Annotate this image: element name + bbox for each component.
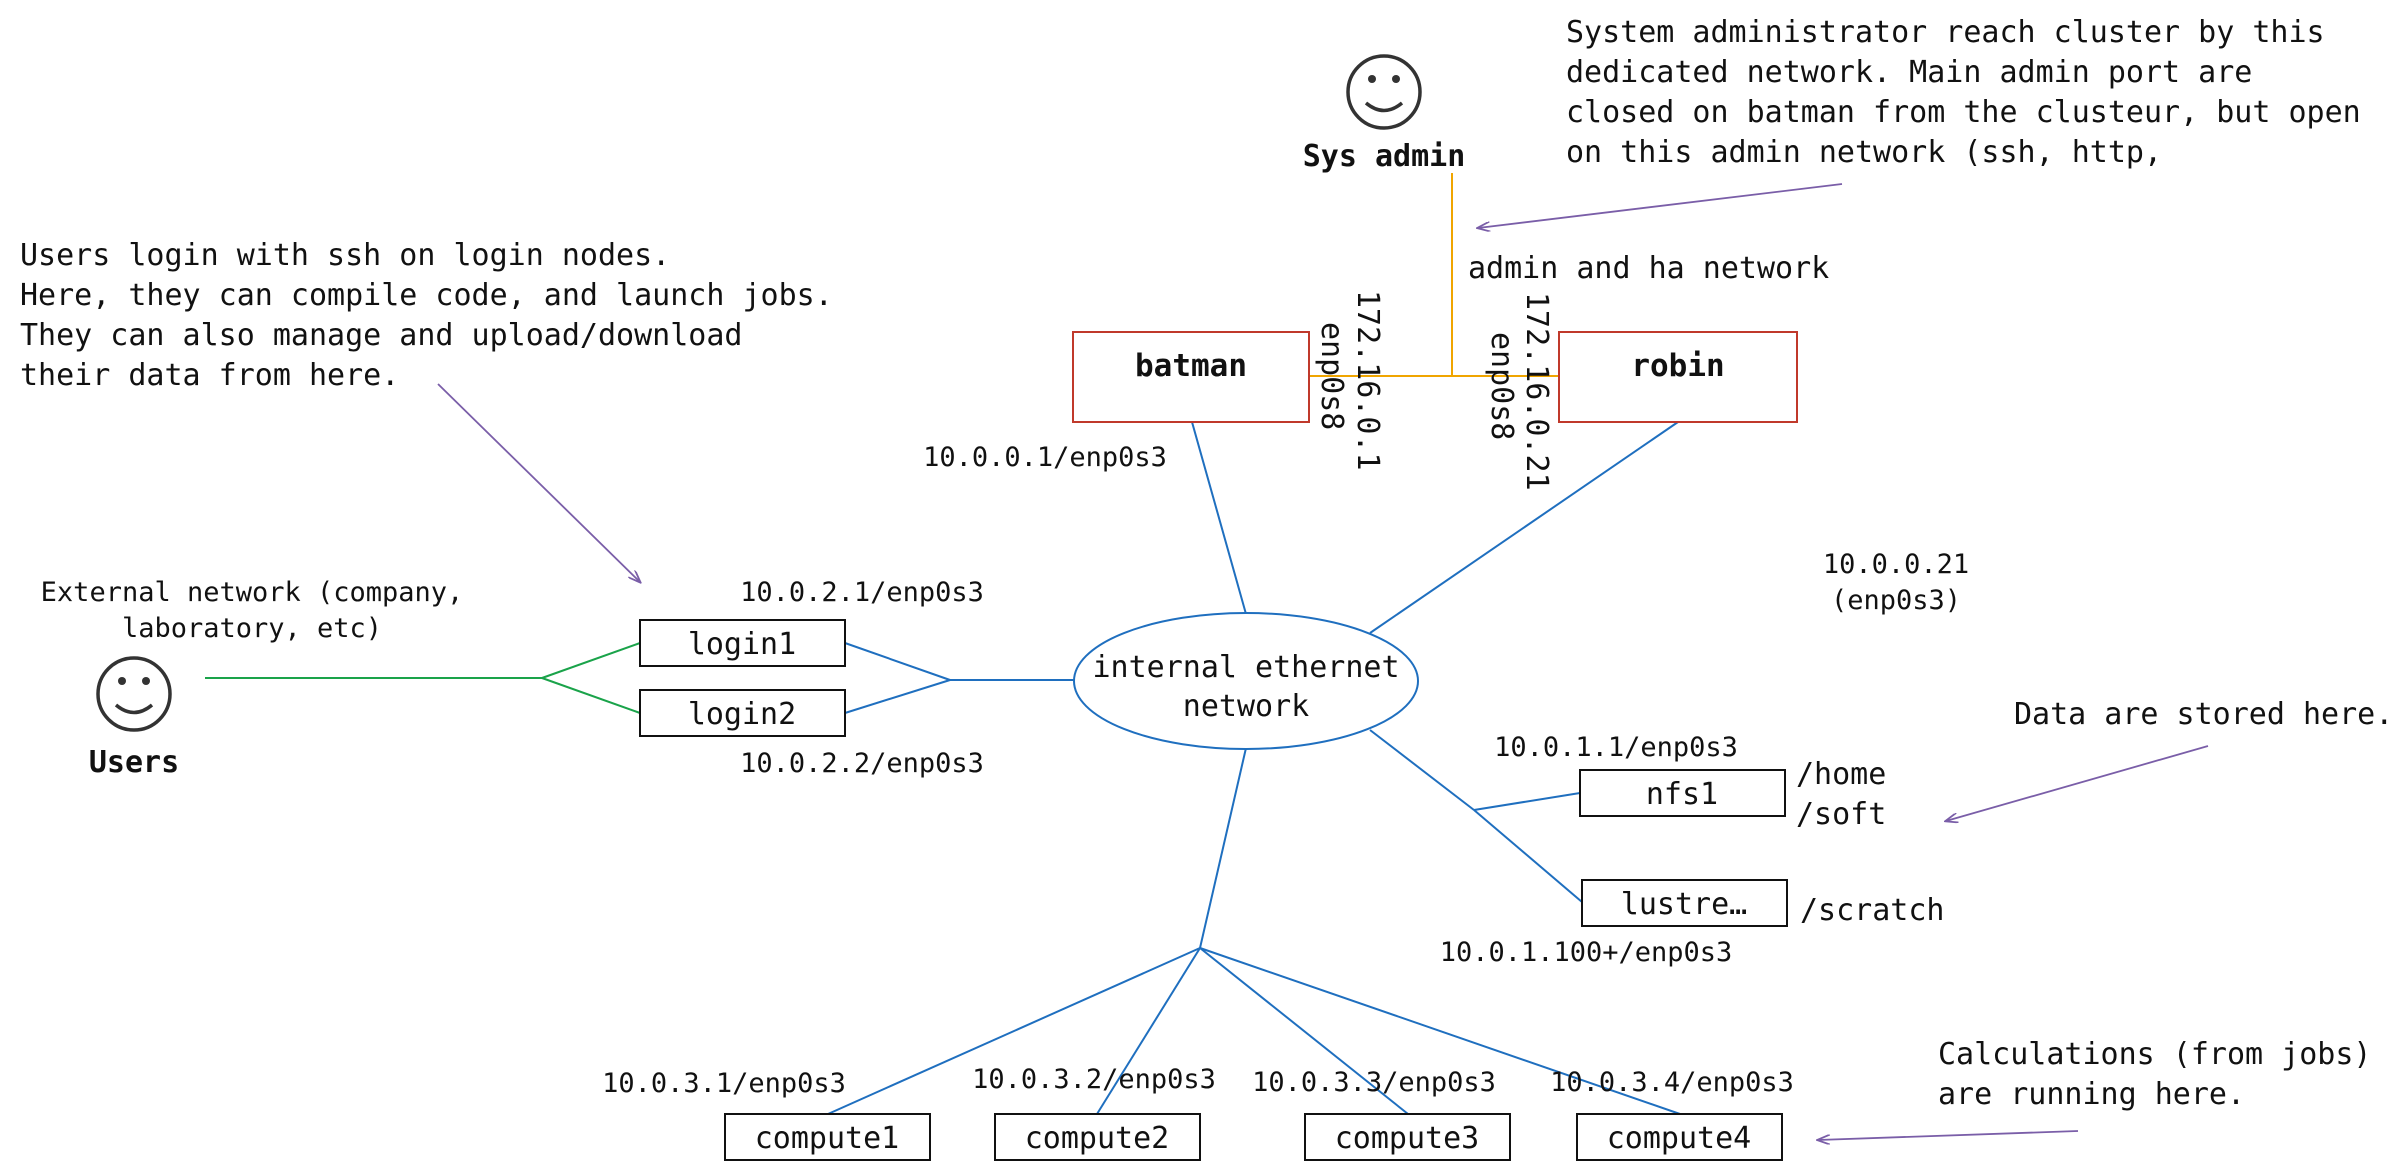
arrow-users-note <box>437 383 640 582</box>
login2-label: login2 <box>688 697 796 732</box>
compute-note-line: are running here. <box>1938 1077 2245 1112</box>
sysadmin-note: System administrator reach cluster by th… <box>1566 15 2361 170</box>
batman-label: batman <box>1135 348 1247 384</box>
compute1-box[interactable] <box>724 1113 931 1161</box>
login1-node[interactable]: login1 <box>639 619 846 667</box>
robin-admin-interface: enp0s8 <box>1484 332 1519 440</box>
smiley-face-icon <box>96 656 172 732</box>
link-split-ext-login1 <box>541 642 641 679</box>
sys-admin-label: Sys admin <box>1303 139 1466 174</box>
robin-admin-ip: 172.16.0.21 <box>1519 292 1554 491</box>
users-actor: Users <box>89 656 179 780</box>
sysadmin-note-line: closed on batman from the clusteur, but … <box>1566 95 2361 130</box>
sys-admin-actor: Sys admin <box>1303 54 1466 174</box>
link-robin-hub <box>1369 421 1679 634</box>
link-compute-split-compute4 <box>1199 947 1681 1115</box>
robin-internal-address-line1: 10.0.0.21 <box>1823 549 1969 580</box>
nfs1-node[interactable]: nfs1 <box>1579 769 1786 817</box>
compute-note-line: Calculations (from jobs) <box>1938 1037 2371 1072</box>
compute4-box[interactable] <box>1576 1113 1783 1161</box>
arrow-data-note <box>1946 745 2209 821</box>
link-split-login2 <box>844 679 951 714</box>
link-compute-split-compute1 <box>827 947 1201 1115</box>
external-network-links <box>205 642 641 714</box>
link-compute-split-compute3 <box>1199 947 1409 1115</box>
link-compute-split-compute2 <box>1096 947 1201 1115</box>
link-hub-storage-split <box>1369 729 1475 811</box>
robin-server[interactable]: robin <box>1558 331 1798 423</box>
users-note: Users login with ssh on login nodes. Her… <box>20 238 833 393</box>
batman-internal-address: 10.0.0.1/enp0s3 <box>923 442 1167 473</box>
compute-note: Calculations (from jobs) are running her… <box>1938 1037 2371 1112</box>
compute2-address: 10.0.3.2/enp0s3 <box>972 1064 1216 1095</box>
internal-network-hub: internal ethernet network <box>1073 612 1419 750</box>
external-network-label-line2: laboratory, etc) <box>122 613 382 644</box>
lustre-label: lustre… <box>1621 887 1747 922</box>
link-split-login1 <box>844 642 951 681</box>
compute3-address: 10.0.3.3/enp0s3 <box>1252 1067 1496 1098</box>
sysadmin-note-line: dedicated network. Main admin port are <box>1566 55 2252 90</box>
compute2-node[interactable]: compute2 <box>994 1113 1201 1161</box>
compute4-address: 10.0.3.4/enp0s3 <box>1550 1067 1794 1098</box>
compute1-node[interactable]: compute1 <box>724 1113 931 1161</box>
users-note-line: They can also manage and upload/download <box>20 318 742 353</box>
nfs1-address: 10.0.1.1/enp0s3 <box>1494 732 1738 763</box>
compute2-label: compute2 <box>1025 1121 1170 1156</box>
internal-network-links <box>827 421 1681 1115</box>
compute1-address: 10.0.3.1/enp0s3 <box>602 1068 846 1099</box>
mount-home: /home <box>1796 757 1886 792</box>
login1-address: 10.0.2.1/enp0s3 <box>740 577 984 608</box>
batman-server[interactable]: batman <box>1072 331 1310 423</box>
robin-box[interactable] <box>1558 331 1798 423</box>
admin-network-label: admin and ha network <box>1468 251 1829 286</box>
mount-soft: /soft <box>1796 797 1886 832</box>
arrow-sysadmin-note <box>1478 183 1843 228</box>
login1-box[interactable] <box>639 619 846 667</box>
robin-label: robin <box>1631 348 1724 384</box>
link-storage-split-nfs1 <box>1473 792 1581 811</box>
login2-address: 10.0.2.2/enp0s3 <box>740 748 984 779</box>
internal-network-label-line2: network <box>1183 689 1309 724</box>
link-split-ext-login2 <box>541 677 641 714</box>
login2-box[interactable] <box>639 689 846 737</box>
annotation-arrows <box>437 183 2209 1140</box>
arrow-compute-note <box>1818 1130 2079 1140</box>
external-network-label-line1: External network (company, <box>41 577 464 608</box>
lustre-address: 10.0.1.100+/enp0s3 <box>1440 937 1733 968</box>
sysadmin-note-line: on this admin network (ssh, http, <box>1566 135 2162 170</box>
compute3-box[interactable] <box>1304 1113 1511 1161</box>
sysadmin-note-line: System administrator reach cluster by th… <box>1566 15 2325 50</box>
batman-admin-interface: enp0s8 <box>1314 322 1349 430</box>
users-label: Users <box>89 745 179 780</box>
batman-admin-ip: 172.16.0.1 <box>1350 290 1385 471</box>
link-hub-compute-split <box>1199 747 1247 949</box>
link-batman-hub <box>1191 421 1247 615</box>
compute3-node[interactable]: compute3 <box>1304 1113 1511 1161</box>
lustre-box[interactable] <box>1581 879 1788 927</box>
admin-network-links <box>1308 173 1560 377</box>
lustre-node[interactable]: lustre… <box>1581 879 1788 927</box>
link-storage-split-lustre <box>1473 809 1583 903</box>
compute2-box[interactable] <box>994 1113 1201 1161</box>
batman-box[interactable] <box>1072 331 1310 423</box>
nfs1-box[interactable] <box>1579 769 1786 817</box>
internal-network-label-line1: internal ethernet <box>1092 650 1399 685</box>
compute4-label: compute4 <box>1607 1121 1752 1156</box>
mount-scratch: /scratch <box>1800 893 1945 928</box>
data-note: Data are stored here. <box>2014 697 2393 732</box>
login2-node[interactable]: login2 <box>639 689 846 737</box>
login1-label: login1 <box>688 627 796 662</box>
users-note-line: Users login with ssh on login nodes. <box>20 238 670 273</box>
robin-internal-address-line2: (enp0s3) <box>1831 585 1961 616</box>
compute1-label: compute1 <box>755 1121 900 1156</box>
compute3-label: compute3 <box>1335 1121 1480 1156</box>
users-note-line: Here, they can compile code, and launch … <box>20 278 833 313</box>
compute4-node[interactable]: compute4 <box>1576 1113 1783 1161</box>
internal-network-ellipse <box>1073 612 1419 750</box>
smiley-face-icon <box>1346 54 1422 130</box>
users-note-line: their data from here. <box>20 358 399 393</box>
nfs1-label: nfs1 <box>1646 777 1718 812</box>
